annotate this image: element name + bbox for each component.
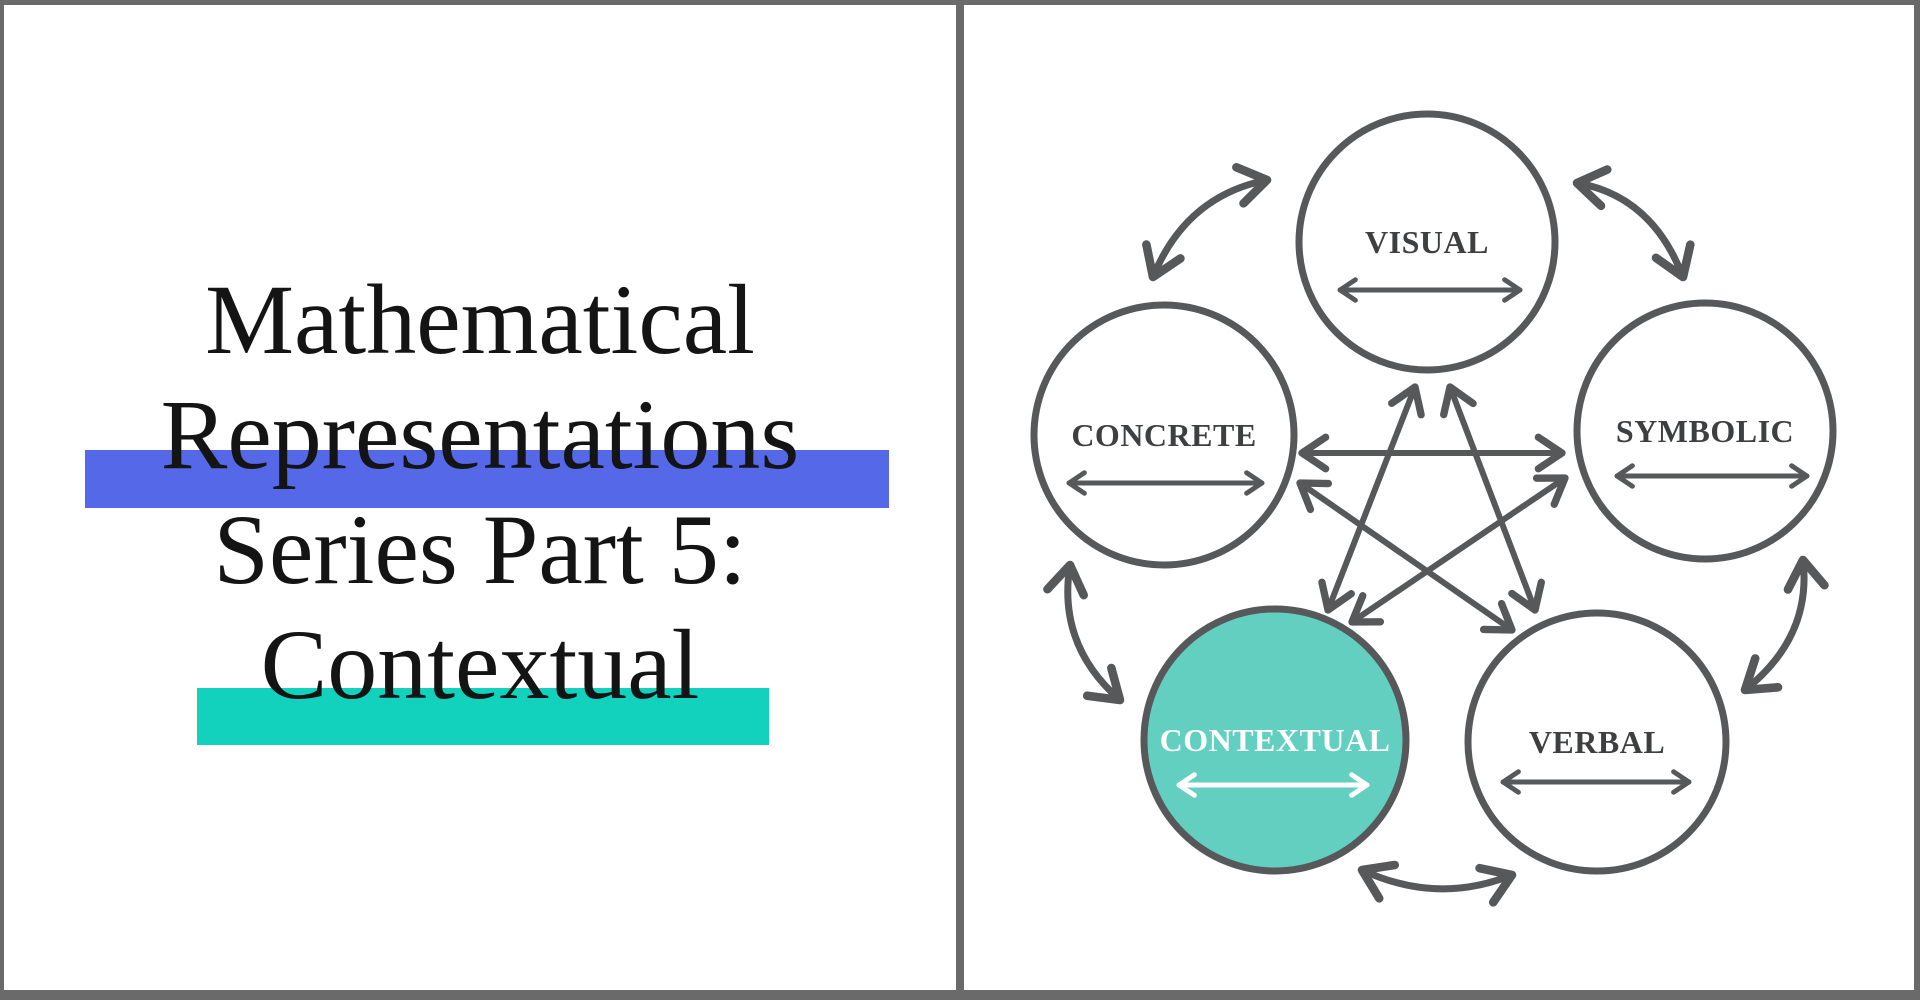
outer-curved-links bbox=[1043, 163, 1829, 907]
diagram-panel: VISUAL CONCRETE SYMBOLIC CONTEXTUAL bbox=[964, 5, 1915, 990]
visual-circle bbox=[1295, 110, 1559, 374]
node-contextual: CONTEXTUAL bbox=[1140, 605, 1410, 875]
concrete-visual-curved-arrow-icon bbox=[1142, 163, 1272, 282]
frame-border-bottom bbox=[0, 990, 1920, 1000]
blue-highlight-bar bbox=[85, 450, 889, 508]
page-title: Mathematical Representations Series Part… bbox=[4, 262, 956, 722]
verbal-circle bbox=[1464, 609, 1730, 875]
visual-symbolic-curved-arrow-icon bbox=[1572, 165, 1695, 282]
verbal-label: VERBAL bbox=[1529, 724, 1665, 760]
symbolic-contextual-arrow-icon bbox=[1348, 474, 1569, 626]
concrete-label: CONCRETE bbox=[1071, 417, 1256, 453]
panel-divider bbox=[956, 0, 964, 1000]
visual-label: VISUAL bbox=[1365, 224, 1489, 260]
frame-border-top bbox=[0, 0, 1920, 5]
node-symbolic: SYMBOLIC bbox=[1573, 299, 1837, 563]
visual-contextual-arrow-icon bbox=[1318, 383, 1425, 614]
concrete-circle bbox=[1030, 301, 1298, 569]
symbolic-circle bbox=[1573, 299, 1837, 563]
contextual-label: CONTEXTUAL bbox=[1160, 722, 1391, 758]
title-panel: Mathematical Representations Series Part… bbox=[4, 5, 956, 990]
title-line-3: Series Part 5: bbox=[213, 494, 747, 605]
node-visual: VISUAL bbox=[1295, 110, 1559, 374]
contextual-circle bbox=[1140, 605, 1410, 875]
representations-diagram: VISUAL CONCRETE SYMBOLIC CONTEXTUAL bbox=[1030, 110, 1837, 907]
title-line-2: Representations bbox=[160, 379, 800, 490]
title-line-4: Contextual bbox=[260, 609, 700, 720]
inner-star-links bbox=[1296, 383, 1569, 634]
frame-border-left bbox=[0, 0, 4, 1000]
title-line-1: Mathematical bbox=[205, 264, 755, 375]
node-verbal: VERBAL bbox=[1464, 609, 1730, 875]
frame-border-right bbox=[1914, 0, 1920, 1000]
symbolic-verbal-curved-arrow-icon bbox=[1740, 555, 1829, 695]
node-concrete: CONCRETE bbox=[1030, 301, 1298, 569]
contextual-concrete-curved-arrow-icon bbox=[1043, 560, 1125, 705]
verbal-contextual-curved-arrow-icon bbox=[1357, 860, 1517, 907]
teal-highlight-bar bbox=[197, 688, 769, 745]
visual-verbal-arrow-icon bbox=[1440, 383, 1545, 614]
symbolic-label: SYMBOLIC bbox=[1616, 413, 1794, 449]
